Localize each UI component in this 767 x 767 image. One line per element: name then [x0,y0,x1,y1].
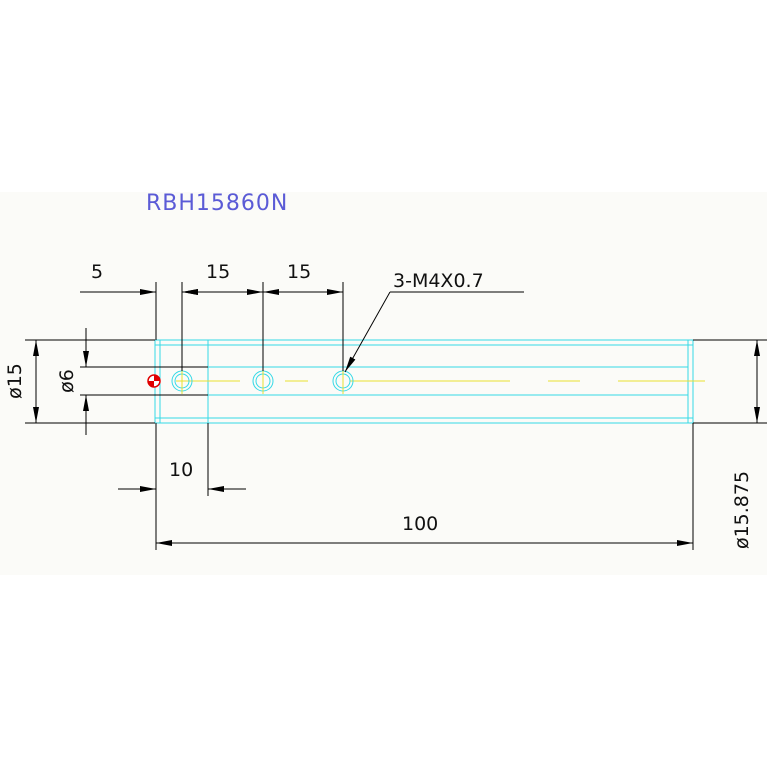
bottom-dimensions [118,423,694,550]
dim-outer-diameter: ø15 [4,363,26,399]
dim-collar-diameter: ø15.875 [731,471,753,549]
left-dimensions [25,328,208,435]
hole-callout-leader [344,291,524,373]
part-number-title: RBH15860N [146,191,288,216]
hole-callout-text: 3-M4X0.7 [393,270,484,292]
top-dimensions [80,282,344,371]
dim-overall-length: 100 [402,513,438,535]
right-dimensions [693,339,767,424]
dim-end-offset: 5 [91,261,103,283]
dim-hole-pitch-2: 15 [287,261,311,283]
dim-inner-diameter: ø6 [56,369,78,393]
drawing-sheet [0,192,767,575]
dim-hole-pitch-1: 15 [206,261,230,283]
dim-shoulder-length: 10 [169,459,193,481]
datum-marker-icon [147,374,161,388]
